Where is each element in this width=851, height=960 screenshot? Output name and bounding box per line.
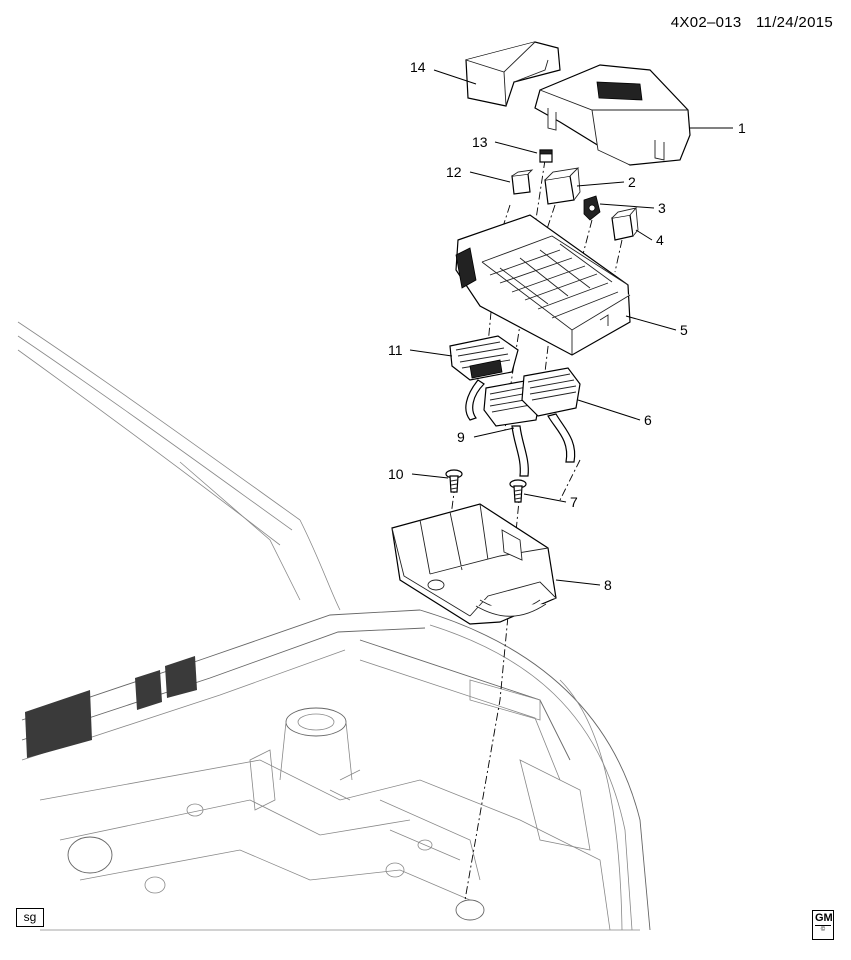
part-13-fuse — [539, 149, 553, 163]
callout-12: 12 — [446, 164, 462, 180]
callout-4: 4 — [656, 232, 664, 248]
callout-13: 13 — [472, 134, 488, 150]
callout-9: 9 — [457, 429, 465, 445]
callout-8: 8 — [604, 577, 612, 593]
part-2-relay — [544, 167, 581, 205]
part-5-fuse-block — [455, 214, 631, 356]
callout-10: 10 — [388, 466, 404, 482]
leader-lines — [409, 69, 733, 586]
callout-7: 7 — [570, 494, 578, 510]
part-12-mini-relay — [511, 169, 534, 195]
part-7-bolt — [509, 479, 527, 503]
part-3-connector-clip — [583, 195, 601, 221]
callout-11: 11 — [388, 342, 403, 358]
gm-logo-text: GM — [815, 912, 833, 926]
part-14-cover-cap — [465, 41, 561, 107]
callout-1: 1 — [738, 120, 746, 136]
diagram-header: 4X02–013 11/24/2015 — [671, 14, 833, 31]
callout-2: 2 — [628, 174, 636, 190]
diagram-code: 4X02–013 — [670, 14, 742, 31]
part-11-connector — [449, 335, 519, 381]
part-1-fuse-block-cover — [534, 64, 691, 166]
gm-logo-icon: GM © — [812, 910, 834, 940]
part-8-mounting-bracket — [391, 503, 557, 625]
part-10-bolt — [445, 469, 463, 493]
gm-logo-sub: © — [820, 927, 826, 933]
part-6-connector-harness — [521, 367, 581, 463]
diagram-date: 11/24/2015 — [756, 14, 833, 31]
callout-3: 3 — [658, 200, 666, 216]
callout-numbers: 1 2 3 4 5 6 7 8 9 10 11 12 13 14 — [388, 59, 746, 593]
callout-5: 5 — [680, 322, 688, 338]
callout-6: 6 — [644, 412, 652, 428]
sg-tag: sg — [16, 908, 44, 927]
part-4-relay — [611, 207, 639, 241]
vehicle-front-structure — [17, 321, 651, 931]
callout-14: 14 — [410, 59, 426, 75]
